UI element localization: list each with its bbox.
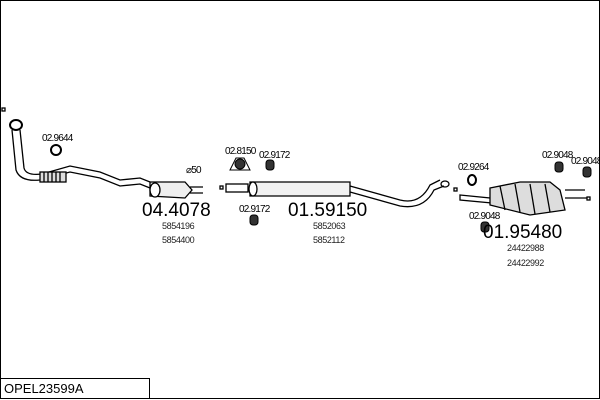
- middle-silencer: [219, 179, 450, 208]
- diameter-label: ⌀50: [186, 165, 202, 176]
- rear-silencer: [453, 181, 591, 216]
- front-pipe: [1, 107, 151, 189]
- oe-number: 24422992: [507, 258, 544, 268]
- rubber-mounts: [50, 144, 592, 233]
- oe-number: 5854196: [162, 221, 195, 231]
- diagram-code: OPEL23599A: [0, 378, 150, 399]
- accessory-label: 02.9048: [542, 150, 573, 161]
- part-number: 01.59150: [288, 200, 368, 221]
- accessory-label: 02.9172: [239, 204, 270, 215]
- accessory-label: 02.9264: [458, 162, 489, 173]
- oe-number: 5852112: [313, 235, 345, 245]
- part-number: 04.4078: [142, 200, 211, 221]
- divider: [150, 398, 600, 399]
- part-number: 01.95480: [483, 222, 563, 243]
- oe-number: 24422988: [507, 243, 544, 253]
- oe-number: 5854400: [162, 235, 195, 245]
- oe-number: 5852063: [313, 221, 346, 231]
- accessory-label: 02.8150: [225, 146, 256, 157]
- catalyst: [149, 181, 203, 199]
- accessory-label: 02.9172: [259, 150, 290, 161]
- accessory-label: 02.9048: [469, 211, 500, 222]
- accessory-label: 02.9644: [42, 133, 73, 144]
- accessory-label: 02.9048: [571, 156, 600, 167]
